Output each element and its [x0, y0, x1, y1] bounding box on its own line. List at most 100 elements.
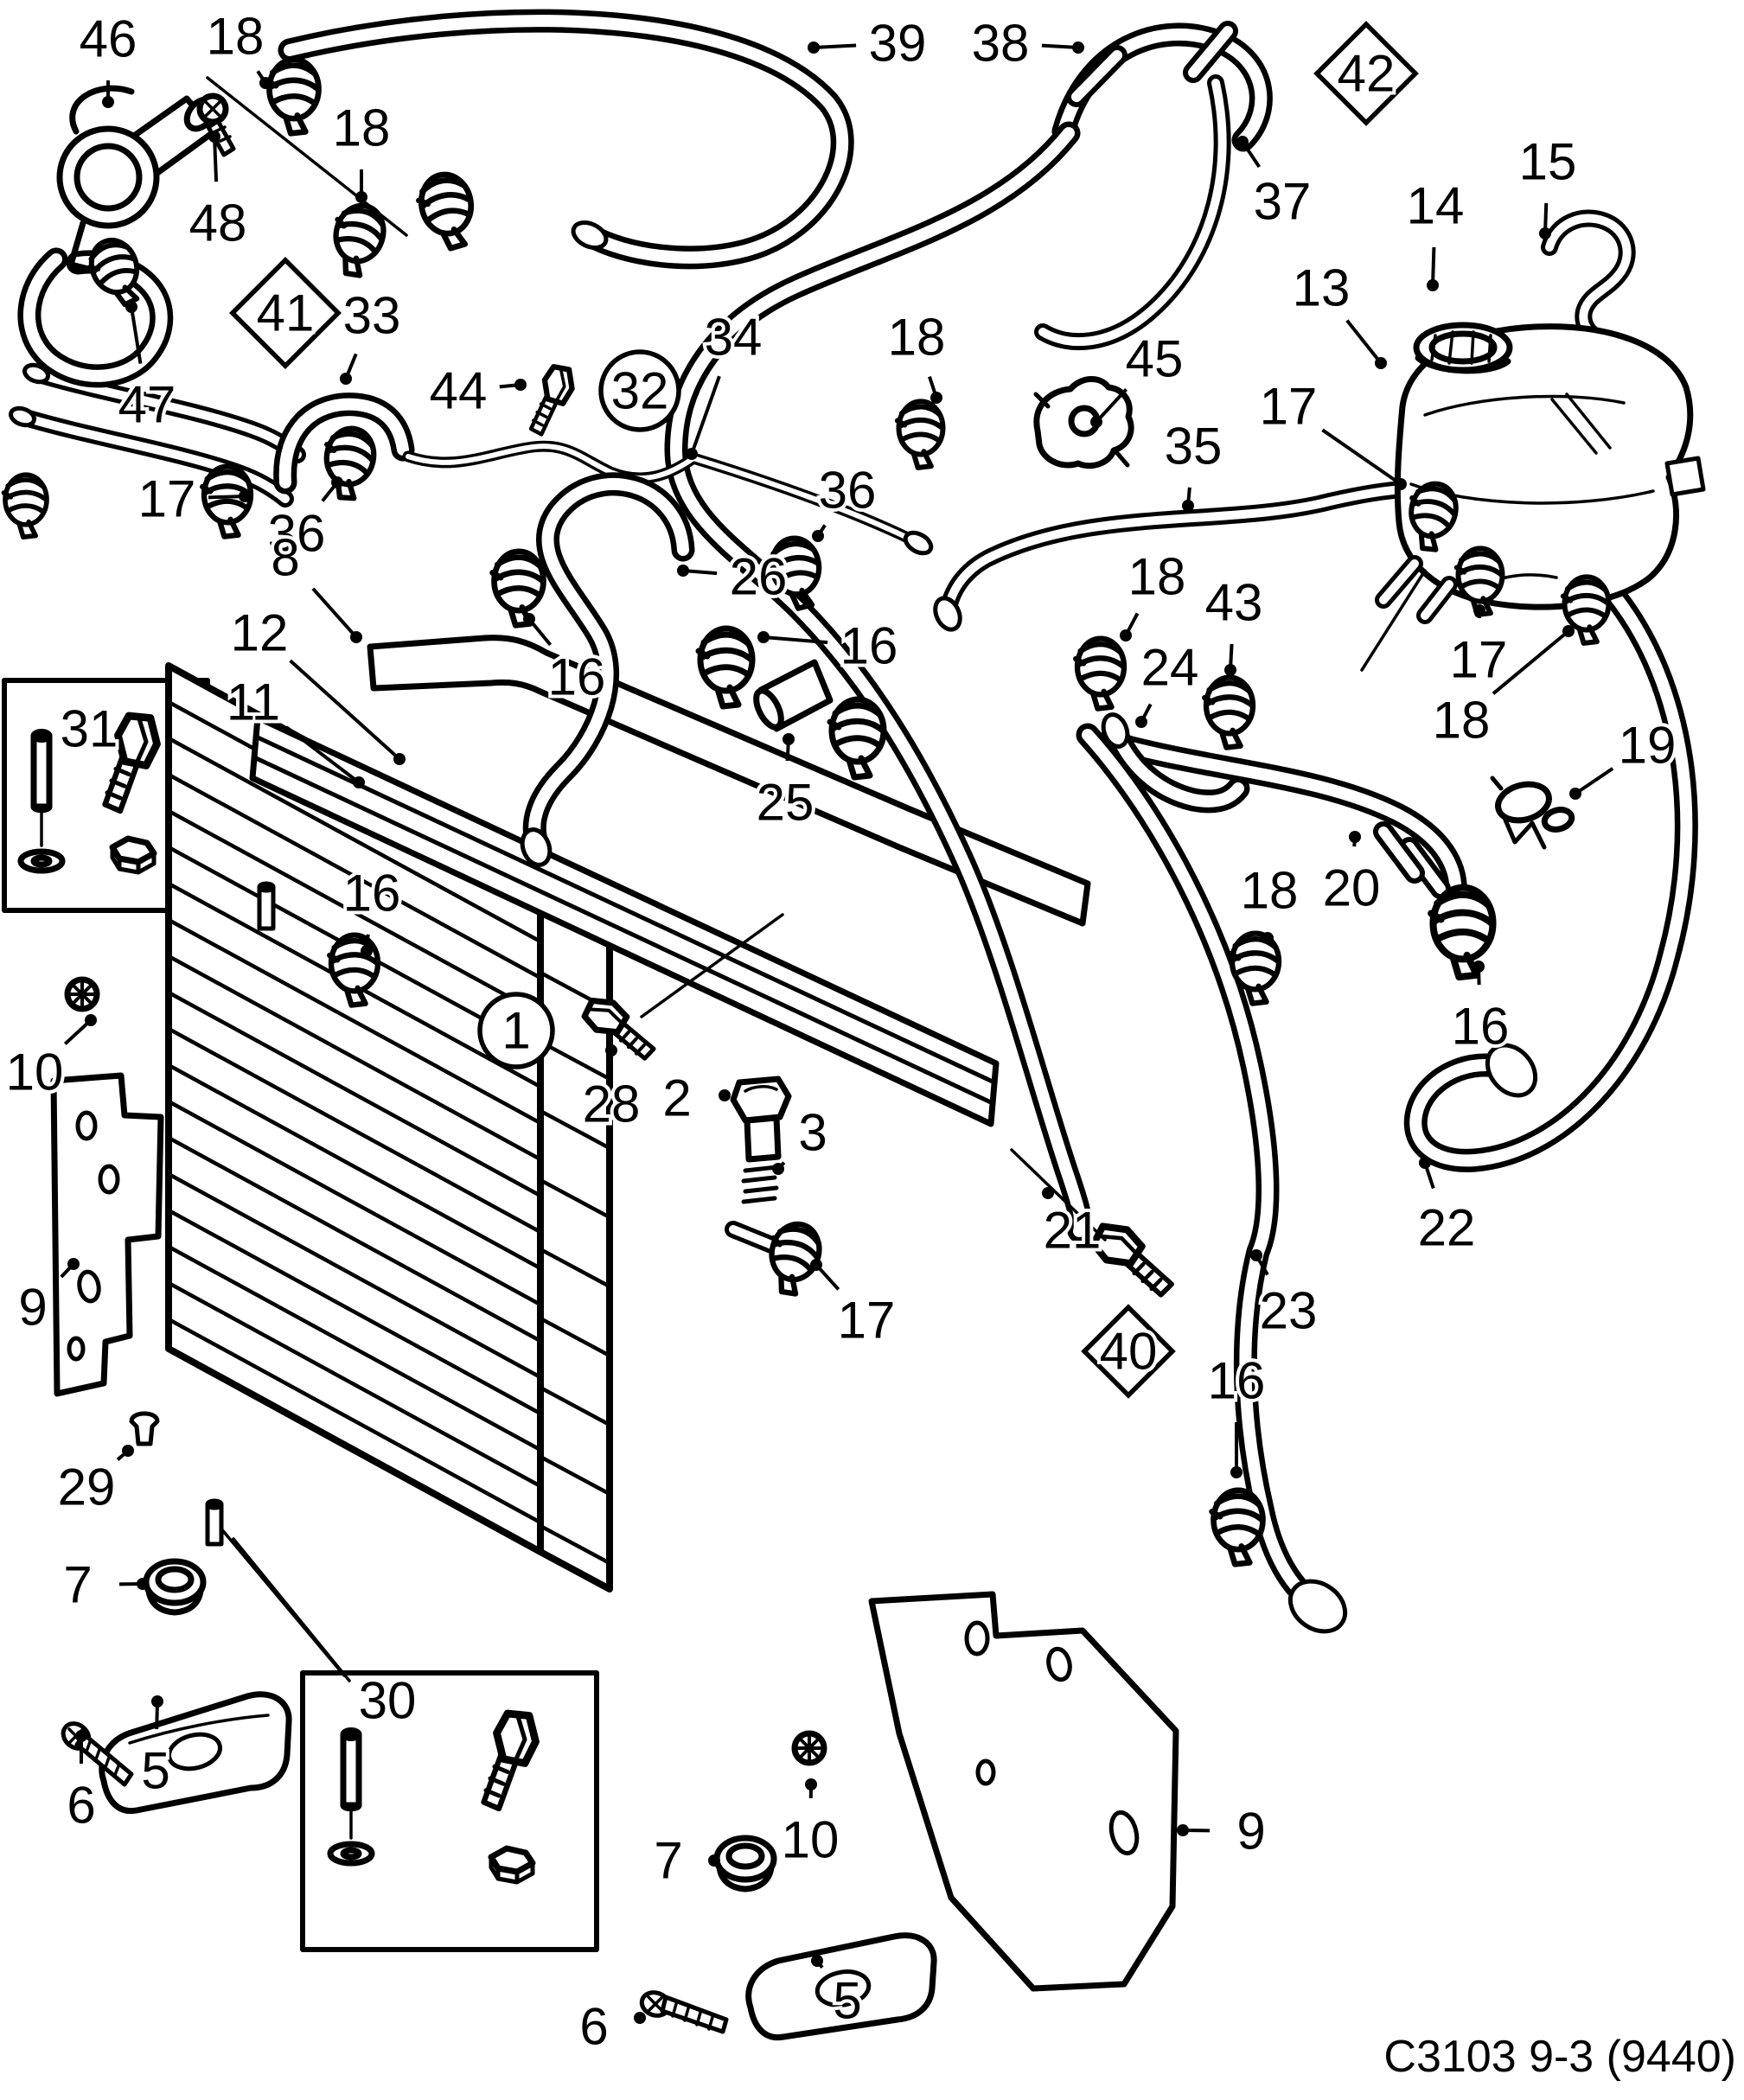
- leader-dot: [805, 1778, 817, 1790]
- part-number: 16: [548, 648, 606, 706]
- hose-clamp: [898, 401, 943, 468]
- callout-44[interactable]: 44: [426, 359, 527, 424]
- callout-16[interactable]: 16: [1448, 961, 1512, 1059]
- callout-34[interactable]: 34: [686, 305, 765, 461]
- callout-31[interactable]: 31: [57, 697, 122, 762]
- callout-7[interactable]: 7: [650, 1829, 720, 1893]
- callout-30[interactable]: 30: [355, 1669, 420, 1733]
- leader-line: [208, 495, 246, 500]
- bracket-9-right: [868, 1591, 1179, 1992]
- callout-17[interactable]: 17: [135, 467, 251, 532]
- callout-8[interactable]: 8: [267, 526, 362, 644]
- callout-36[interactable]: 36: [265, 476, 343, 566]
- callout-16[interactable]: 16: [1204, 1349, 1268, 1479]
- callout-6[interactable]: 6: [576, 1995, 646, 2059]
- callout-33[interactable]: 33: [340, 284, 404, 386]
- callout-3[interactable]: 3: [772, 1101, 831, 1176]
- callout-20[interactable]: 20: [1319, 831, 1383, 921]
- washer-part: [330, 1844, 372, 1863]
- callout-6[interactable]: 6: [63, 1730, 99, 1838]
- hose-clamp: [415, 170, 478, 252]
- part-number: 20: [1323, 859, 1381, 917]
- callout-35[interactable]: 35: [1161, 414, 1225, 513]
- callout-12[interactable]: 12: [227, 601, 406, 766]
- callout-18[interactable]: 18: [203, 4, 272, 90]
- callout-2[interactable]: 2: [659, 1066, 731, 1131]
- hose-clamp: [83, 234, 149, 312]
- callout-10[interactable]: 10: [3, 1014, 97, 1105]
- callout-47[interactable]: 47: [115, 301, 179, 437]
- diamond-badge: [229, 257, 342, 369]
- callout-29[interactable]: 29: [54, 1445, 134, 1520]
- callout-42[interactable]: 42: [1313, 21, 1419, 126]
- callout-19[interactable]: 19: [1569, 713, 1679, 801]
- callout-15[interactable]: 15: [1516, 130, 1580, 240]
- callout-28[interactable]: 28: [579, 1044, 643, 1137]
- leader-line: [311, 587, 358, 639]
- leader-line: [763, 635, 828, 645]
- leader-line: [284, 725, 361, 784]
- callout-18[interactable]: 18: [1237, 859, 1301, 945]
- callout-37[interactable]: 37: [1236, 136, 1314, 234]
- leader-dot: [686, 448, 698, 460]
- callout-17[interactable]: 17: [810, 1259, 898, 1353]
- callout-1[interactable]: 1: [477, 992, 555, 1069]
- callout-36[interactable]: 36: [812, 458, 879, 543]
- bracket-9-left: [50, 1072, 164, 1397]
- callout-18[interactable]: 18: [329, 96, 393, 204]
- grommet-7-left: [146, 1561, 203, 1612]
- callout-17[interactable]: 17: [1256, 374, 1407, 491]
- callout-18[interactable]: 18: [1120, 545, 1189, 642]
- leader-dot: [812, 530, 824, 542]
- callout-45[interactable]: 45: [1090, 327, 1186, 429]
- callout-10[interactable]: 10: [778, 1778, 842, 1873]
- part-number: 6: [67, 1777, 95, 1835]
- callout-39[interactable]: 39: [808, 11, 929, 76]
- callout-32[interactable]: 32: [598, 349, 681, 432]
- callout-25[interactable]: 25: [753, 733, 817, 835]
- callout-43[interactable]: 43: [1202, 571, 1266, 677]
- callout-26[interactable]: 26: [677, 545, 790, 610]
- callout-9[interactable]: 9: [1177, 1799, 1269, 1864]
- callout-16[interactable]: 16: [757, 614, 901, 679]
- tank-cap-14: [1413, 322, 1513, 374]
- callout-5[interactable]: 5: [811, 1955, 866, 2033]
- part-number: 9: [18, 1279, 47, 1337]
- leader-dot: [757, 631, 770, 643]
- leader-dot: [331, 476, 343, 488]
- callout-46[interactable]: 46: [76, 7, 140, 109]
- callout-11[interactable]: 11: [223, 670, 365, 789]
- leader-dot: [808, 41, 820, 54]
- callout-18[interactable]: 18: [885, 305, 949, 405]
- callout-22[interactable]: 22: [1415, 1157, 1479, 1261]
- leader-dot: [259, 77, 272, 89]
- pin-part: [343, 1731, 359, 1809]
- part-number: 16: [343, 865, 401, 922]
- callout-21[interactable]: 21: [1040, 1187, 1104, 1263]
- callout-17[interactable]: 17: [1447, 604, 1511, 693]
- leader-dot: [102, 96, 114, 108]
- callout-9[interactable]: 9: [15, 1258, 80, 1340]
- callout-23[interactable]: 23: [1250, 1249, 1320, 1344]
- callout-14[interactable]: 14: [1403, 174, 1467, 292]
- callout-41[interactable]: 41: [229, 257, 342, 369]
- pin-part: [34, 732, 49, 810]
- part-number: 31: [61, 700, 118, 758]
- callout-18[interactable]: 18: [1429, 625, 1575, 753]
- callout-7[interactable]: 7: [60, 1553, 149, 1618]
- callout-16[interactable]: 16: [523, 613, 609, 710]
- callout-16[interactable]: 16: [340, 861, 404, 958]
- callout-13[interactable]: 13: [1289, 256, 1387, 370]
- callout-38[interactable]: 38: [968, 11, 1084, 76]
- callout-40[interactable]: 40: [1081, 1304, 1176, 1399]
- leader-dot: [719, 1089, 731, 1101]
- part-number: 25: [757, 774, 815, 832]
- leader-dot: [75, 1730, 87, 1742]
- callout-5[interactable]: 5: [137, 1695, 174, 1803]
- air-guide-rail-11-12: [249, 714, 1000, 1127]
- sleeve-3: [741, 1165, 779, 1204]
- screw-10-mid: [795, 1733, 824, 1763]
- callout-24[interactable]: 24: [1135, 635, 1202, 729]
- callout-48[interactable]: 48: [186, 131, 250, 256]
